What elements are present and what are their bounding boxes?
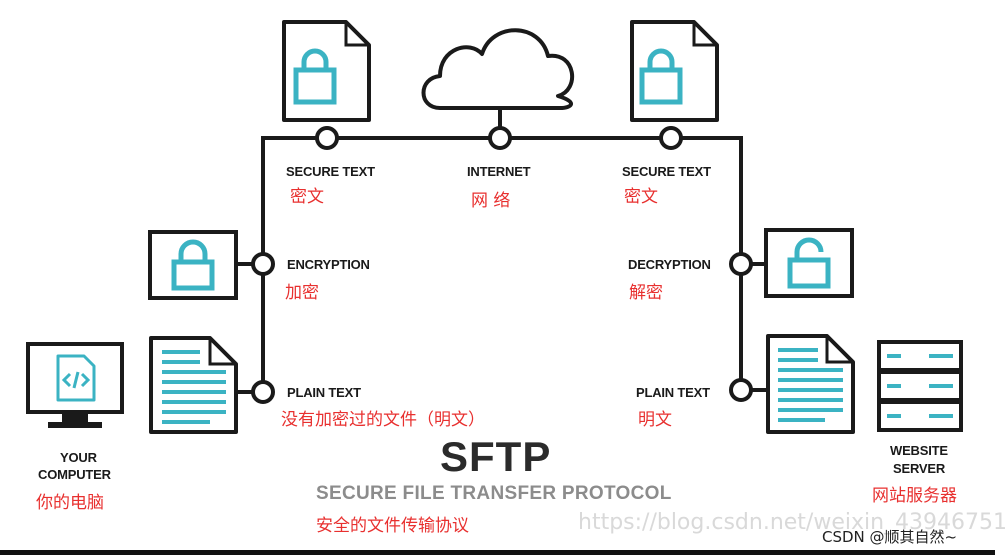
connector-nodes [251, 126, 753, 404]
label-secure-text-left: SECURE TEXT [286, 164, 375, 179]
label-encryption: ENCRYPTION [287, 257, 370, 272]
cn-your-computer: 你的电脑 [36, 493, 104, 513]
server-icon [877, 340, 963, 432]
credit-text: CSDN @顺其自然~ [822, 528, 958, 546]
cloud-icon [421, 28, 575, 128]
watermark: https://blog.csdn.net/weixin_43946751 [578, 510, 1007, 535]
cn-website-server: 网站服务器 [872, 486, 957, 506]
cn-plain-text-left: 没有加密过的文件（明文） [281, 410, 485, 430]
label-website-server-line2: SERVER [893, 461, 946, 476]
node-plain-text-left [251, 380, 275, 404]
node-internet [488, 126, 512, 150]
label-decryption: DECRYPTION [628, 257, 711, 272]
node-plain-text-right [729, 378, 753, 402]
label-internet: INTERNET [467, 164, 531, 179]
label-website-server-line1: WEBSITE [890, 443, 948, 458]
unlocked-padlock-icon [764, 228, 854, 298]
node-secure-text-left [315, 126, 339, 150]
cn-secure-text-left: 密文 [290, 187, 324, 207]
bottom-bar [0, 550, 995, 555]
label-your-computer-line1: YOUR [60, 450, 97, 465]
cn-secure-text-right: 密文 [624, 187, 658, 207]
diagram-subtitle-cn: 安全的文件传输协议 [316, 516, 469, 536]
text-document-icon-left [149, 336, 238, 434]
label-plain-text-right: PLAIN TEXT [636, 385, 710, 400]
cn-plain-text-right: 明文 [638, 410, 672, 430]
label-secure-text-right: SECURE TEXT [622, 164, 711, 179]
diagram-title: SFTP [440, 433, 552, 480]
computer-icon [26, 342, 124, 428]
node-secure-text-right [659, 126, 683, 150]
node-decryption [729, 252, 753, 276]
label-plain-text-left: PLAIN TEXT [287, 385, 361, 400]
label-your-computer-line2: COMPUTER [38, 467, 111, 482]
node-encryption [251, 252, 275, 276]
text-document-icon-right [766, 334, 855, 434]
cn-encryption: 加密 [285, 283, 319, 303]
padlock-icon [148, 230, 238, 300]
locked-document-icon-right [630, 20, 719, 122]
cn-internet: 网 络 [471, 191, 511, 211]
diagram-subtitle: SECURE FILE TRANSFER PROTOCOL [316, 483, 672, 504]
locked-document-icon-left [282, 20, 371, 122]
cn-decryption: 解密 [629, 283, 663, 303]
